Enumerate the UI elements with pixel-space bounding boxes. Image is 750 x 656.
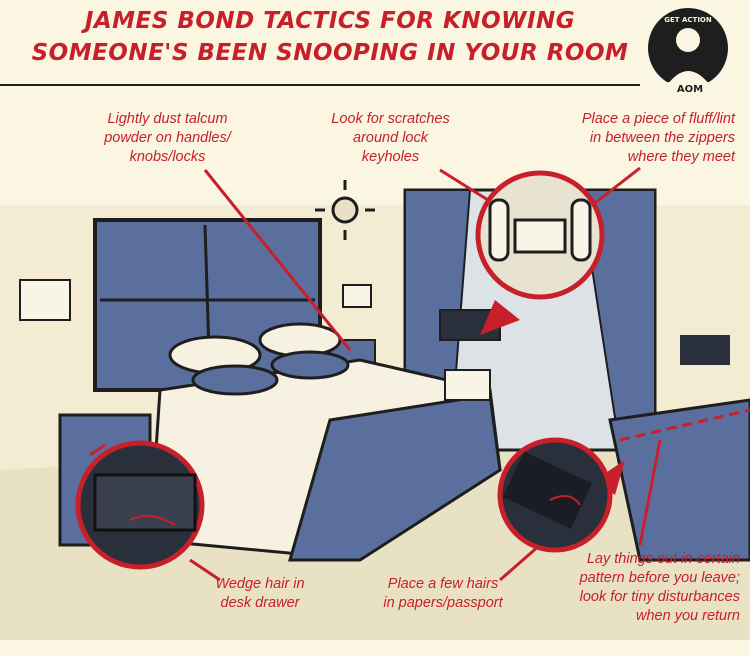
annotation-scratches: Look for scratches around lock keyholes bbox=[308, 110, 473, 167]
callout-pointer bbox=[595, 460, 625, 495]
coffee-maker bbox=[680, 335, 730, 365]
annotation-line: pattern before you leave; bbox=[579, 570, 740, 586]
annotation-line: where they meet bbox=[627, 149, 735, 165]
annotation-line: knobs/locks bbox=[129, 149, 206, 165]
title-divider bbox=[0, 84, 640, 86]
logo-bottom-text: AOM bbox=[677, 84, 703, 95]
lamp-left bbox=[19, 279, 71, 321]
annotation-line: around lock bbox=[353, 130, 428, 146]
zoom-circle-drawer bbox=[75, 440, 205, 570]
annotation-line: in between the zippers bbox=[589, 130, 735, 146]
title-line-1: JAMES BOND TACTICS FOR KNOWING bbox=[84, 8, 576, 34]
leader-arrow bbox=[89, 443, 106, 457]
annotation-fluff: Place a piece of fluff/lint in between t… bbox=[520, 110, 735, 167]
annotation-talcum: Lightly dust talcum powder on handles/ k… bbox=[80, 110, 255, 167]
zoom-circle-passport bbox=[497, 437, 613, 553]
callout-pointer bbox=[480, 300, 520, 335]
lamp bbox=[342, 284, 372, 308]
logo-top-text: GET ACTION bbox=[664, 16, 712, 24]
pillow bbox=[270, 350, 350, 380]
annotation-line: look for tiny disturbances bbox=[579, 589, 740, 605]
annotation-line: in papers/passport bbox=[383, 595, 503, 611]
title-line-2: SOMEONE'S BEEN SNOOPING IN YOUR ROOM bbox=[31, 40, 629, 66]
annotation-pattern: Lay things out in certain pattern before… bbox=[540, 550, 740, 626]
sun-mirror bbox=[315, 180, 375, 240]
annotation-line: when you return bbox=[636, 608, 740, 624]
pattern-guideline bbox=[619, 408, 750, 442]
leader-line-talcum bbox=[203, 169, 352, 351]
leader-line-pattern bbox=[638, 439, 662, 546]
zoom-circle-lock bbox=[475, 170, 605, 300]
annotation-line: Look for scratches bbox=[331, 111, 450, 127]
annotation-passport-hair: Place a few hairs in papers/passport bbox=[368, 575, 518, 613]
annotation-line: Lay things out in certain bbox=[586, 551, 740, 567]
annotation-line: Lightly dust talcum bbox=[107, 111, 228, 127]
leader-line-desk-hair bbox=[189, 558, 221, 582]
annotation-line: keyholes bbox=[361, 149, 420, 165]
leader-line-passport bbox=[499, 543, 541, 582]
annotation-line: Place a few hairs bbox=[387, 576, 499, 592]
radiator bbox=[444, 369, 491, 401]
annotation-line: powder on handles/ bbox=[104, 130, 231, 146]
annotation-line: Wedge hair in bbox=[215, 576, 305, 592]
annotation-line: Place a piece of fluff/lint bbox=[581, 111, 735, 127]
annotation-desk-hair: Wedge hair in desk drawer bbox=[195, 575, 325, 613]
pillow bbox=[191, 364, 279, 396]
aom-logo: AOM GET ACTION bbox=[648, 8, 728, 95]
annotation-line: desk drawer bbox=[220, 595, 300, 611]
